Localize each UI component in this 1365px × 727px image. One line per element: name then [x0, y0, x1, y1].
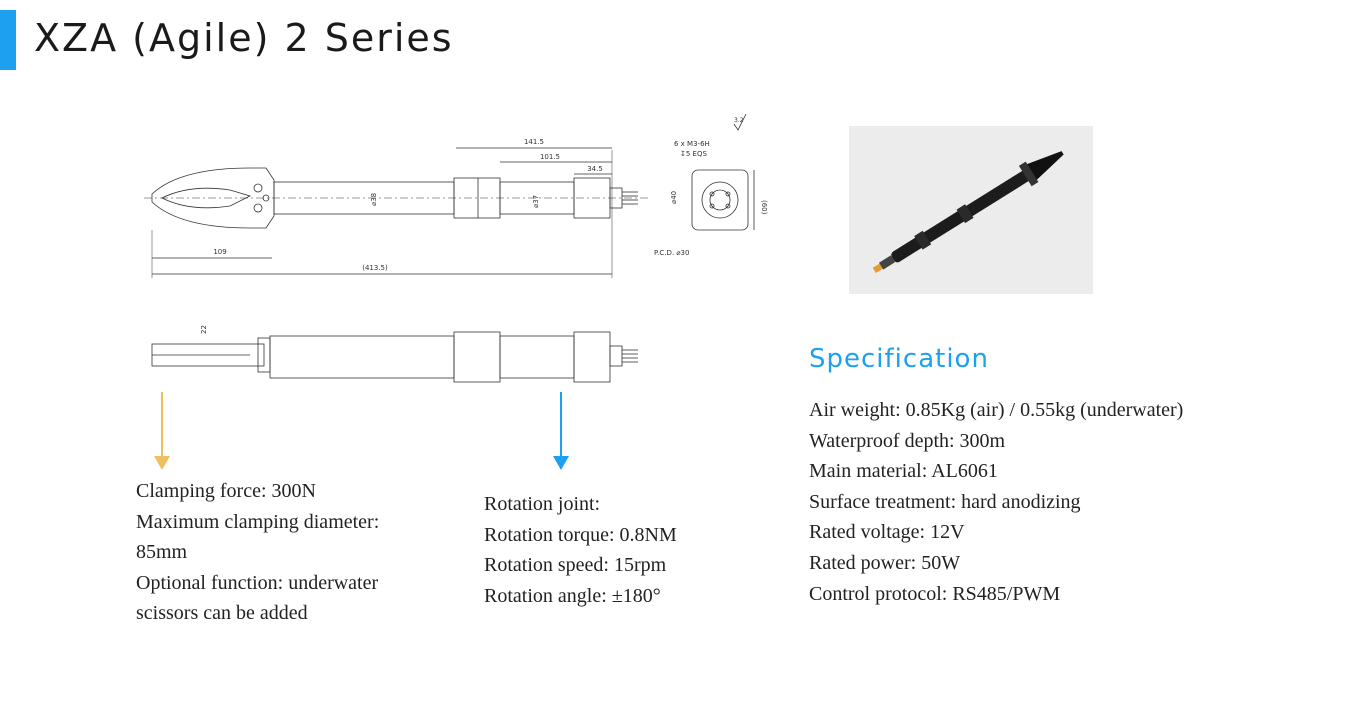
clamping-line: Clamping force: 300N	[136, 480, 316, 502]
depth-note: ↧5 EQS	[680, 150, 707, 158]
clamping-line: Optional function: underwater	[136, 571, 379, 594]
thread-note: 6 x M3-6H	[674, 140, 710, 148]
spec-item: Rated power: 50W	[809, 551, 961, 574]
technical-drawing: 141.5 101.5 34.5 109 (413.5) ⌀38 ⌀37 (60…	[144, 113, 768, 383]
gripper-product-icon	[849, 126, 1093, 294]
dia-60-label: (60)	[760, 200, 768, 215]
spec-item: Control protocol: RS485/PWM	[809, 582, 1061, 605]
clamping-arrow	[154, 392, 170, 470]
dim-101-label: 101.5	[540, 153, 560, 161]
dia-40-label: ⌀40	[670, 191, 678, 204]
rotation-info: Rotation joint: Rotation torque: 0.8NM R…	[484, 489, 744, 611]
rotation-line: Rotation torque: 0.8NM	[484, 523, 677, 546]
dim-413-label: (413.5)	[362, 264, 388, 272]
dim-109-label: 109	[213, 248, 226, 256]
dia-37-label: ⌀37	[532, 195, 540, 208]
clamping-info: Clamping force: 300N Maximum clamping di…	[136, 476, 436, 629]
dia-38-label: ⌀38	[370, 193, 378, 206]
dim-34-label: 34.5	[587, 165, 603, 173]
pcd-note: P.C.D. ⌀30	[654, 249, 689, 257]
clamping-line: 85mm	[136, 541, 188, 564]
end-view: (60) ⌀40 6 x M3-6H ↧5 EQS P.C.D. ⌀30 3.2	[654, 113, 768, 257]
spec-item: Air weight: 0.85Kg (air) / 0.55kg (under…	[809, 399, 1184, 421]
clamping-line: scissors can be added	[136, 602, 308, 625]
spec-item: Surface treatment: hard anodizing	[809, 490, 1081, 513]
specification-heading: Specification	[809, 344, 989, 374]
clamping-line: Maximum clamping diameter:	[136, 510, 380, 533]
rotation-line: Rotation speed: 15rpm	[484, 554, 667, 577]
spec-item: Main material: AL6061	[809, 460, 998, 483]
spec-item: Rated voltage: 12V	[809, 521, 965, 544]
spec-item: Waterproof depth: 300m	[809, 429, 1006, 452]
jaw-width-label: 22	[200, 325, 208, 334]
top-view: 141.5 101.5 34.5 109 (413.5) ⌀38 ⌀37	[144, 138, 650, 278]
rotation-line: Rotation angle: ±180°	[484, 584, 661, 607]
surface-mark: 3.2	[734, 117, 744, 124]
page-title: XZA (Agile) 2 Series	[34, 16, 454, 60]
side-view: 22	[151, 325, 638, 383]
dim-141-label: 141.5	[524, 138, 544, 146]
rotation-line: Rotation joint:	[484, 493, 601, 515]
product-photo	[849, 126, 1093, 294]
specification-list: Air weight: 0.85Kg (air) / 0.55kg (under…	[809, 395, 1329, 609]
title-accent-bar	[0, 10, 16, 70]
rotation-arrow	[553, 392, 569, 470]
